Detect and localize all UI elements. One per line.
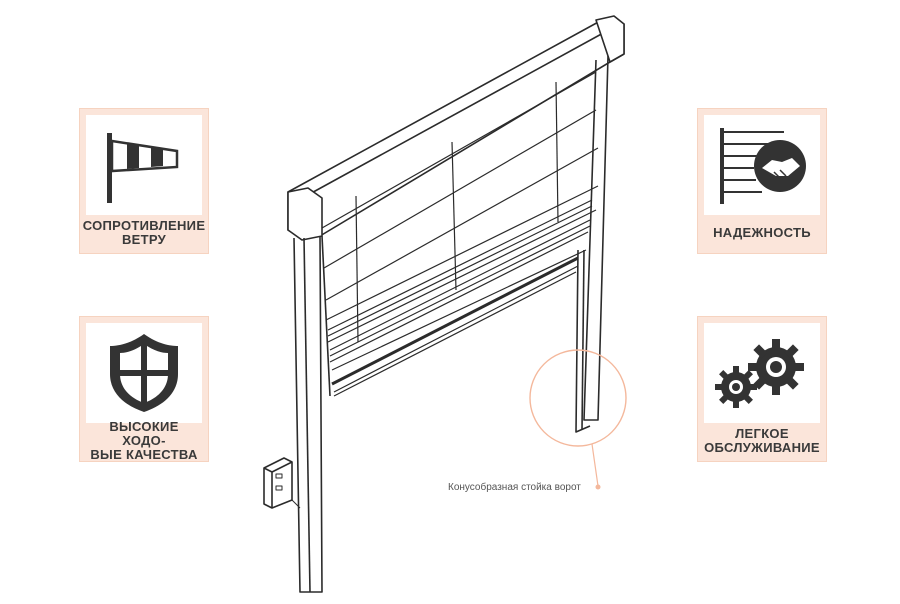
gears-icon (715, 339, 804, 408)
windsock-icon (107, 133, 179, 203)
feature-label: ЛЕГКОЕ ОБСЛУЖИВАНИЕ (704, 426, 820, 455)
handshake-icon (720, 128, 806, 204)
feature-label: НАДЕЖНОСТЬ (713, 225, 811, 240)
shield-icon (110, 334, 178, 412)
feature-card-reliability: НАДЕЖНОСТЬ (697, 108, 827, 254)
callout-circle (529, 349, 627, 447)
header-box (287, 19, 625, 239)
feature-card-shield: ВЫСОКИЕ ХОДО- ВЫЕ КАЧЕСТВА (79, 316, 209, 462)
feature-card-maintenance: ЛЕГКОЕ ОБСЛУЖИВАНИЕ (697, 316, 827, 462)
left-post (293, 235, 323, 593)
callout-caption: Конусобразная стойка ворот (448, 482, 581, 493)
feature-card-wind: СОПРОТИВЛЕНИЕ ВЕТРУ (79, 108, 209, 254)
feature-label: СОПРОТИВЛЕНИЕ ВЕТРУ (82, 218, 206, 247)
feature-label: ВЫСОКИЕ ХОДО- ВЫЕ КАЧЕСТВА (90, 419, 198, 462)
control-box (263, 457, 293, 509)
right-post (583, 55, 609, 421)
